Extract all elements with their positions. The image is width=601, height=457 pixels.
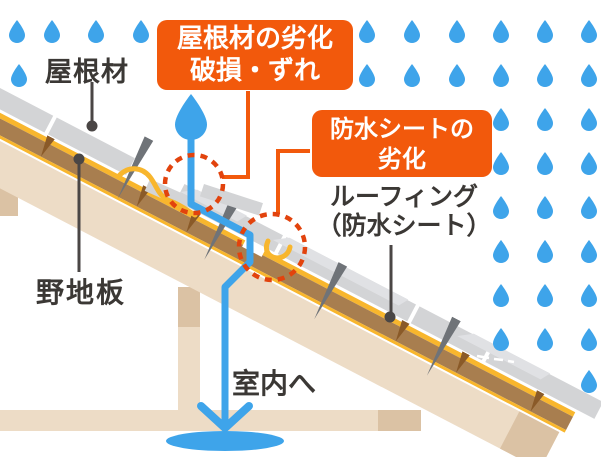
ceiling-beam-end	[378, 410, 421, 431]
raindrop-icon	[493, 196, 509, 219]
raindrop-icon	[581, 20, 597, 43]
label-sheathing-board: 野地板	[36, 276, 127, 309]
deterioration-circle	[162, 152, 226, 216]
raindrop-icon	[581, 108, 597, 131]
label-pointer-dot	[384, 311, 396, 323]
raindrop-icon	[493, 328, 509, 351]
water-puddle	[166, 431, 284, 451]
raindrop-icon	[11, 64, 27, 87]
raindrop-icon	[493, 284, 509, 307]
label-pointer-dot	[73, 153, 85, 165]
big-raindrop-icon	[175, 94, 207, 140]
raindrop-icon	[44, 20, 60, 43]
callout2-line1: 防水シートの	[330, 115, 474, 143]
raindrop-icon	[581, 196, 597, 219]
ceiling-beam	[0, 410, 421, 431]
raindrop-icon	[9, 20, 25, 43]
water-leak-path	[187, 130, 254, 428]
raindrop-icon	[537, 328, 553, 351]
callout-connector-line	[276, 149, 310, 214]
callout1-line1: 屋根材の劣化	[176, 24, 333, 54]
callout1-line2: 破損・ずれ	[189, 56, 320, 86]
raindrop-icon	[359, 64, 375, 87]
raindrop-icon	[581, 370, 597, 393]
raindrop-icon	[581, 240, 597, 263]
raindrop-icon	[404, 20, 420, 43]
sheet-tear-curl	[263, 238, 293, 261]
raindrop-icon	[449, 20, 465, 43]
label-roof-material: 屋根材	[45, 57, 129, 88]
raindrop-icon	[537, 64, 553, 87]
wall-post-top	[178, 287, 200, 327]
raindrop-icon	[581, 64, 597, 87]
raindrop-icon	[449, 64, 465, 87]
callout-connector-line	[222, 91, 250, 179]
raindrop-icon	[537, 196, 553, 219]
tile-crack-mark	[476, 354, 490, 360]
tile-crack-mark	[507, 359, 515, 364]
raindrop-icon	[493, 20, 509, 43]
raindrop-icon	[537, 108, 553, 131]
raindrop-icon	[88, 20, 104, 43]
tile-crack-mark	[493, 357, 504, 362]
label-roofing-sheet: ルーフィング （防水シート）	[314, 182, 494, 240]
callout-roof-material-deterioration: 屋根材の劣化 破損・ずれ	[157, 20, 353, 90]
callout2-line2: 劣化	[378, 145, 426, 173]
raindrop-icon	[537, 20, 553, 43]
raindrop-icon	[493, 64, 509, 87]
raindrop-icon	[493, 108, 509, 131]
label-pointer-dot	[86, 120, 98, 132]
deterioration-circle	[236, 211, 308, 283]
raindrop-icon	[493, 240, 509, 263]
deteriorated-sheet-wave	[115, 166, 198, 218]
raindrop-icon	[493, 152, 509, 175]
raindrop-icon	[359, 20, 375, 43]
raindrop-icon	[537, 152, 553, 175]
raindrop-icon	[581, 328, 597, 351]
down-arrow-icon	[197, 402, 253, 432]
raindrop-icon	[581, 152, 597, 175]
raindrop-icon	[537, 240, 553, 263]
label-roofing-line1: ルーフィング	[329, 182, 478, 211]
raindrop-icon	[537, 284, 553, 307]
raindrop-icon	[133, 20, 149, 43]
callout-sheet-deterioration: 防水シートの 劣化	[312, 110, 492, 177]
raindrop-icon	[581, 284, 597, 307]
raindrop-icon	[404, 64, 420, 87]
label-roofing-line2: （防水シート）	[316, 211, 492, 240]
label-into-room: 室内へ	[232, 367, 317, 400]
